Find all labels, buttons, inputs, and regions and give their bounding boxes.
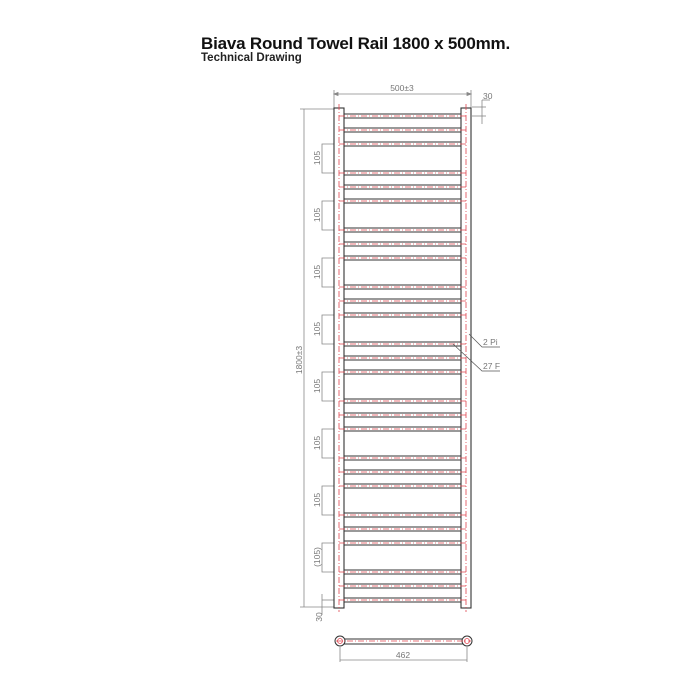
bottom-offset-dimension: [321, 594, 334, 615]
spacing-label: 105: [312, 322, 322, 336]
width-label: 500±3: [390, 83, 414, 93]
spacing-label: 105: [312, 436, 322, 450]
pipe-callout: 2 Pi: [483, 337, 498, 347]
bottom-offset-label: 30: [314, 612, 324, 622]
plan-view: [334, 635, 473, 662]
height-label: 1800±3: [294, 346, 304, 375]
top-offset-dimension: [472, 99, 490, 124]
page-subtitle: Technical Drawing: [201, 52, 302, 64]
pipe-centres-label: 462: [396, 650, 410, 660]
width-dimension: [332, 90, 473, 108]
spacing-label: 105: [312, 493, 322, 507]
page-title: Biava Round Towel Rail 1800 x 500mm.: [201, 34, 510, 53]
rail-callout: 27 F: [483, 361, 500, 371]
spacing-label: 105: [312, 151, 322, 165]
rails: [339, 113, 466, 603]
spacing-label: 105: [312, 379, 322, 393]
spacing-label: 105: [312, 265, 322, 279]
spacing-label: 105: [312, 208, 322, 222]
spacing-label-last: (105): [312, 547, 322, 567]
height-dimension: [300, 108, 334, 608]
callout-leaders: [452, 333, 500, 372]
top-offset-label: 30: [483, 91, 493, 101]
spacing-dimensions: [321, 143, 334, 573]
